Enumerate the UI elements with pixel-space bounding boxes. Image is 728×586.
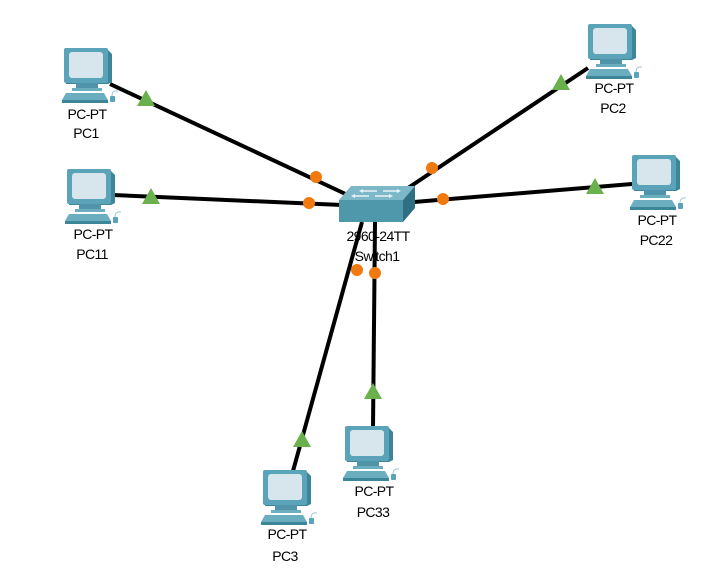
link-status-orange-switch-pc3 [351, 264, 363, 276]
pc33-model-label: PC-PT [354, 483, 394, 499]
device-pc11[interactable] [64, 168, 122, 225]
pc3-name-label: PC3 [272, 548, 298, 564]
pc11-model-label: PC-PT [73, 226, 113, 242]
device-pc22[interactable] [629, 154, 687, 211]
link-status-up-pc22 [586, 178, 604, 194]
pc-icon [61, 47, 119, 104]
pc-icon [585, 23, 643, 80]
link-status-up-pc3 [293, 431, 311, 447]
device-pc33[interactable] [342, 425, 400, 482]
pc11-name-label: PC11 [76, 246, 108, 262]
pc1-name-label: PC1 [73, 125, 99, 141]
device-switch1[interactable] [339, 186, 415, 222]
link-status-orange-switch-pc33 [369, 267, 381, 279]
pc1-model-label: PC-PT [67, 106, 107, 122]
link-status-orange-switch-pc1 [310, 171, 322, 183]
pc22-name-label: PC22 [640, 232, 673, 248]
link-status-up-pc2 [552, 74, 570, 90]
markers-layer [137, 74, 604, 447]
link-status-up-pc33 [364, 383, 382, 399]
pc22-model-label: PC-PT [637, 212, 677, 228]
pc2-model-label: PC-PT [594, 80, 634, 96]
device-pc1[interactable] [61, 47, 119, 104]
link-status-orange-switch-pc22 [437, 193, 449, 205]
device-pc3[interactable] [260, 469, 318, 526]
pc-icon [64, 168, 122, 225]
switch-model-label: 2960-24TT [346, 228, 410, 244]
device-pc2[interactable] [585, 23, 643, 80]
pc2-name-label: PC2 [600, 100, 626, 116]
link-pc3-switch1[interactable] [291, 221, 364, 472]
pc3-model-label: PC-PT [267, 526, 307, 542]
pc33-name-label: PC33 [357, 504, 390, 520]
link-status-orange-switch-pc11 [303, 197, 315, 209]
link-status-up-pc11 [142, 188, 160, 204]
switch-name-label: Switch1 [355, 248, 401, 264]
switch-icon [339, 186, 415, 222]
pc-icon [342, 425, 400, 482]
link-status-orange-switch-pc2 [426, 162, 438, 174]
pc-icon [260, 469, 318, 526]
pc-icon [629, 154, 687, 211]
link-status-up-pc1 [137, 90, 155, 106]
